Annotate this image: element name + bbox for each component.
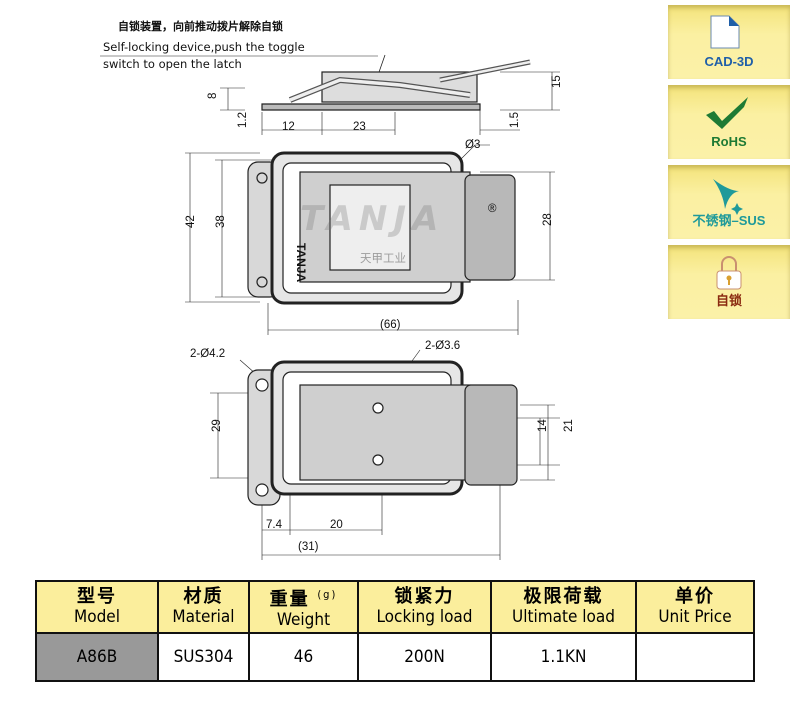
dim-bottom-29: 29: [211, 419, 223, 432]
header-cn: 极限荷载: [523, 586, 604, 607]
sparkle-icon: [713, 179, 743, 215]
header-en: Weight: [276, 609, 331, 630]
dim-side-12: 12: [282, 121, 295, 133]
badge-label: 不锈钢–SUS: [692, 213, 766, 228]
cell-weight: 46: [248, 632, 359, 682]
header-en: Ultimate load: [512, 607, 615, 627]
header-cn: 单价: [675, 586, 715, 607]
table-row: A86B SUS304 46 200N 1.1KN: [35, 632, 755, 682]
dim-side-1-2: 1.2: [237, 112, 249, 128]
dim-side-15: 15: [551, 75, 563, 88]
dim-bottom-hole-4-2: 2-Ø4.2: [190, 348, 225, 360]
dim-bottom-7-4: 7.4: [266, 519, 283, 531]
cell-locking-load: 200N: [357, 632, 492, 682]
dim-bottom-hole-3-6: 2-Ø3.6: [425, 340, 460, 352]
badge-label: 自锁: [715, 293, 742, 308]
dim-bottom-14: 14: [537, 419, 549, 432]
badge-label: CAD-3D: [704, 54, 754, 69]
dim-side-23: 23: [353, 121, 366, 133]
dim-bottom-31: (31): [298, 541, 319, 553]
cell-unit-price: [635, 632, 755, 682]
header-cn: 材质: [183, 586, 224, 607]
header-cn: 锁紧力: [394, 586, 455, 607]
dim-top-42: 42: [185, 215, 197, 228]
note-cn: 自锁装置，向前推动拨片解除自锁: [118, 20, 283, 33]
dim-top-28: 28: [542, 213, 554, 226]
dim-bottom-20: 20: [330, 519, 343, 531]
cell-material: SUS304: [157, 632, 250, 682]
cell-ultimate-load: 1.1KN: [490, 632, 637, 682]
dim-side-8: 8: [207, 93, 219, 99]
header-weight: 重量 (g)Weight: [248, 580, 359, 634]
header-cn-text: 重量: [269, 588, 310, 610]
cell-model: A86B: [35, 632, 159, 682]
dim-top-38: 38: [215, 215, 227, 228]
note-en-line2: switch to open the latch: [103, 57, 242, 71]
note-en-line1: Self-locking device,push the toggle: [103, 40, 305, 54]
badge-stainless-steel[interactable]: 不锈钢–SUS: [668, 165, 790, 239]
document-icon: [710, 15, 740, 49]
dim-side-1-5: 1.5: [509, 112, 521, 128]
header-cn: 重量 (g): [250, 584, 357, 610]
badge-label: RoHS: [711, 134, 747, 149]
header-unit: (g): [317, 587, 338, 601]
brand-sub: 天甲工业: [360, 252, 406, 265]
header-cn: 型号: [77, 586, 117, 607]
header-en: Locking load: [376, 607, 473, 627]
header-en: Model: [74, 607, 120, 627]
callout-note: 自锁装置，向前推动拨片解除自锁 Self-locking device,push…: [103, 18, 305, 73]
registered-mark: ®: [488, 203, 497, 215]
technical-drawing: TANJA TANJA 天甲工业 ® 8 1.2 12 23 1.5 15 Ø3…: [100, 54, 575, 560]
header-en: Material: [172, 607, 235, 627]
badge-rohs[interactable]: RoHS: [668, 85, 790, 159]
badge-cad-3d[interactable]: CAD-3D: [668, 5, 790, 79]
dim-top-dia3: Ø3: [465, 139, 480, 151]
brand-logo: TANJA: [294, 243, 308, 282]
dim-top-66: (66): [380, 319, 401, 331]
checkmark-icon: [706, 97, 748, 129]
badge-self-locking[interactable]: 自锁: [668, 245, 790, 319]
padlock-icon: [716, 256, 742, 290]
header-en: Unit Price: [658, 607, 732, 627]
dim-bottom-21: 21: [563, 419, 575, 432]
brand-watermark: TANJA: [300, 199, 444, 239]
